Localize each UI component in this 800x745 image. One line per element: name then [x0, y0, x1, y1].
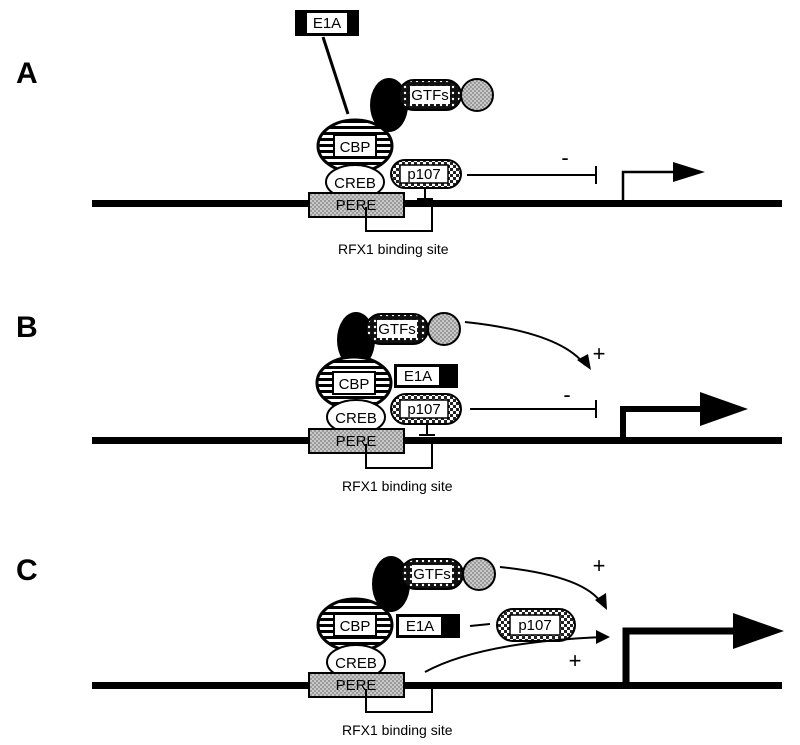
- plus-sign: +: [569, 648, 582, 673]
- promoter-arrowhead: [673, 162, 705, 182]
- cbp-label: CBP: [339, 376, 370, 393]
- rfx1-bracket: [365, 444, 433, 469]
- rfx1-label: RFX1 binding site: [338, 241, 449, 257]
- minus-sign: -: [563, 382, 570, 407]
- rfx1-label: RFX1 binding site: [342, 478, 453, 494]
- rfx1-bracket: [365, 689, 433, 713]
- gtfs-complex: GTFs: [365, 312, 461, 346]
- p107-label: p107: [407, 166, 440, 183]
- activation-curve: [424, 636, 605, 673]
- e1a-box: E1A: [396, 614, 460, 638]
- p107-label: p107: [518, 617, 551, 634]
- cbp-protein: CBP: [315, 355, 393, 411]
- plus-sign: +: [593, 553, 606, 578]
- panel-letter: C: [16, 554, 38, 587]
- e1a-box: E1A: [295, 10, 359, 36]
- promoter-arrowhead: [733, 613, 784, 649]
- pere-label: PERE: [336, 677, 377, 694]
- dna-strand: [92, 682, 782, 689]
- e1a-tether: [321, 36, 350, 115]
- activation-curve: [464, 321, 586, 366]
- e1a-label: E1A: [404, 368, 432, 385]
- panel-a: A E1A GTFs CBP CREB: [16, 10, 782, 257]
- activation-arrowhead: [595, 593, 607, 610]
- cbp-protein: CBP: [316, 597, 394, 653]
- p107-protein: p107: [496, 608, 576, 642]
- promoter-arrow: [620, 406, 705, 438]
- e1a-p107-link: [469, 623, 491, 627]
- e1a-box: E1A: [394, 364, 458, 388]
- plus-sign: +: [593, 341, 606, 366]
- panel-letter: B: [16, 311, 38, 344]
- dna-strand: [92, 200, 782, 207]
- promoter-arrow: [622, 627, 738, 683]
- creb-label: CREB: [334, 175, 376, 192]
- e1a-label: E1A: [406, 618, 434, 635]
- promoter-arrow: [621, 170, 675, 200]
- rfx1-bracket: [365, 207, 433, 232]
- promoter-arrowhead: [700, 392, 748, 426]
- activation-arrowhead: [596, 630, 610, 644]
- dna-strand: [92, 437, 782, 444]
- p107-label: p107: [407, 401, 440, 418]
- e1a-label: E1A: [313, 15, 341, 32]
- panel-b: B GTFs + CBP E1A CREB: [16, 311, 782, 494]
- pere-label: PERE: [336, 433, 377, 450]
- pere-element: PERE: [308, 428, 405, 454]
- activation-arrowhead: [577, 354, 591, 370]
- gtfs-label: GTFs: [413, 566, 451, 583]
- gtfs-label: GTFs: [378, 321, 416, 338]
- gtfs-complex: GTFs: [398, 78, 494, 112]
- pere-element: PERE: [308, 672, 405, 698]
- panel-c: C GTFs + CBP E1A p107: [16, 553, 784, 738]
- cbp-label: CBP: [340, 618, 371, 635]
- creb-label: CREB: [335, 655, 377, 672]
- panel-letter: A: [16, 57, 38, 90]
- p107-protein: p107: [390, 393, 462, 425]
- activation-curve: [499, 566, 603, 605]
- pere-label: PERE: [336, 197, 377, 214]
- p107-protein: p107: [390, 159, 462, 189]
- gtfs-label: GTFs: [411, 87, 449, 104]
- gtfs-complex: GTFs: [400, 557, 496, 591]
- pere-element: PERE: [308, 192, 405, 218]
- minus-sign: -: [561, 145, 568, 170]
- cbp-label: CBP: [340, 139, 371, 156]
- creb-label: CREB: [335, 410, 377, 427]
- rfx1-label: RFX1 binding site: [342, 722, 453, 738]
